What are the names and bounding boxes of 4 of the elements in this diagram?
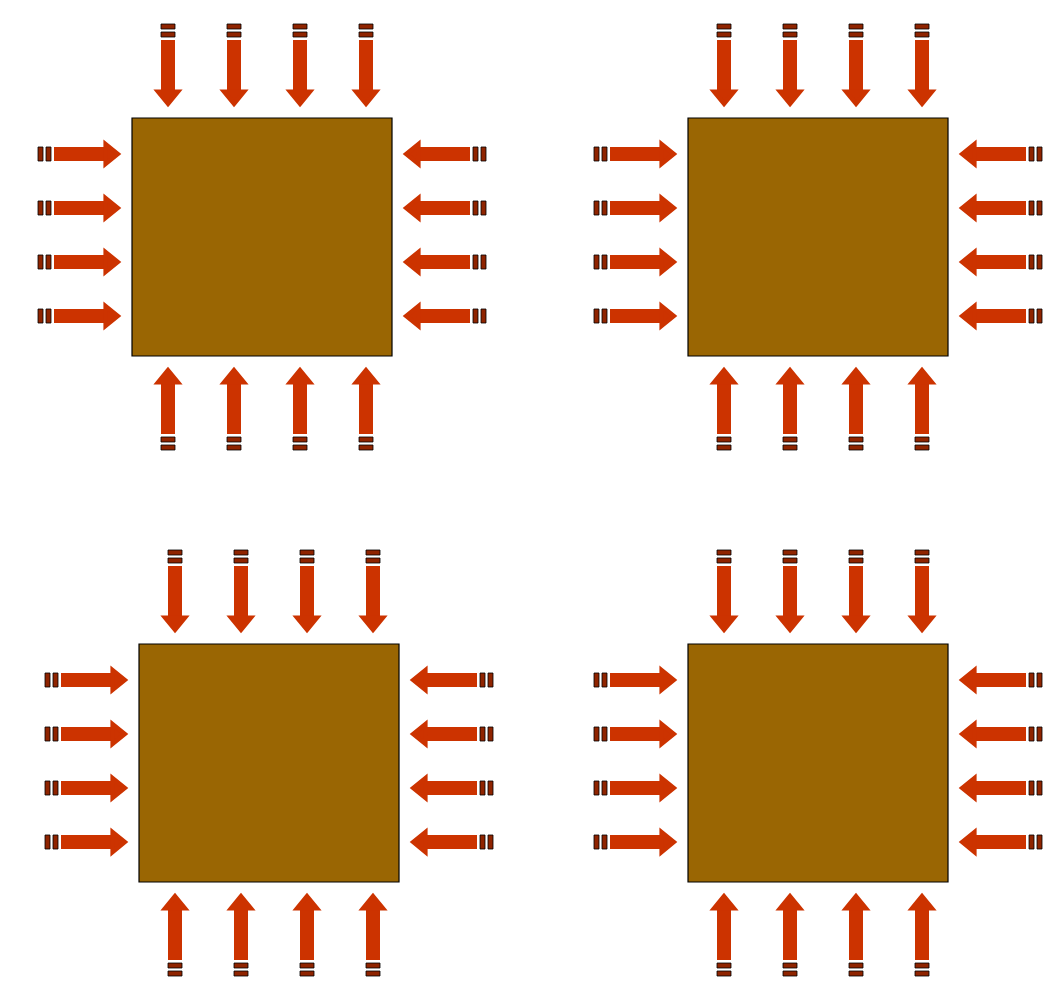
square-box	[138, 643, 400, 883]
square-box	[687, 117, 949, 357]
square-box	[131, 117, 393, 357]
square-box	[687, 643, 949, 883]
